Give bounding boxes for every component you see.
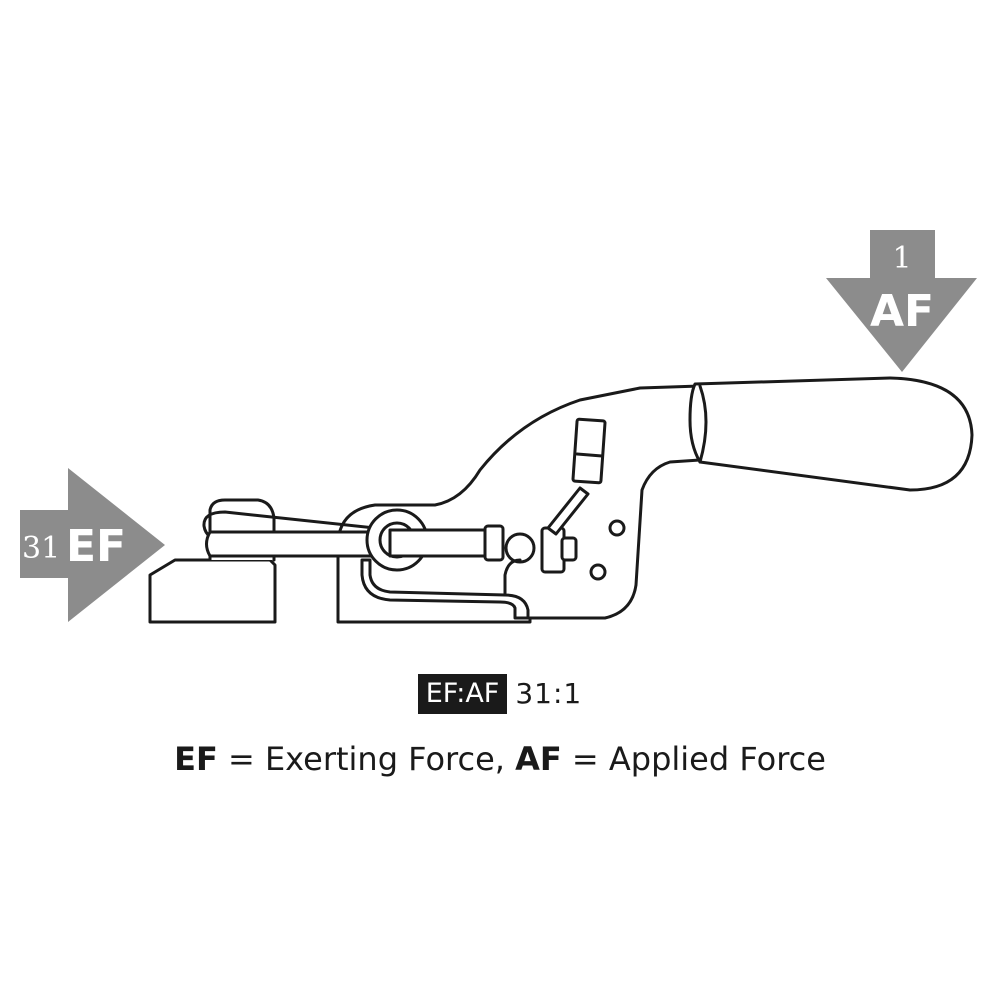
lock-stud (560, 536, 578, 562)
applied-force-number: 1 (892, 241, 911, 276)
ratio-value: 31:1 (515, 677, 583, 710)
lock-lever (546, 486, 590, 536)
exerting-force-label: EF (66, 521, 126, 572)
lower-linkage (360, 558, 530, 620)
hex-nut (483, 524, 505, 562)
exerting-force-number: 31 (22, 531, 60, 566)
legend-ef-abbr: EF (174, 740, 218, 778)
handle-grip (688, 376, 974, 492)
ratio-badge: EF:AF (417, 674, 508, 714)
lock-lever-tab-line (575, 452, 604, 458)
base-plate (336, 384, 702, 624)
hook-rod (205, 530, 392, 558)
mounting-hole-upper (608, 519, 626, 537)
exerting-force-arrow: 31 EF (20, 468, 165, 622)
threaded-sleeve (388, 528, 487, 558)
legend-af-text: = Applied Force (561, 740, 826, 778)
handle-grip-edge (698, 384, 708, 464)
left-stop-block (148, 558, 277, 624)
exerting-force-arrow-shape (20, 468, 165, 622)
applied-force-label: AF (870, 286, 934, 337)
legend-af-abbr: AF (515, 740, 562, 778)
lock-lever-tab (571, 417, 607, 485)
lower-linkage-bend (503, 558, 522, 597)
ratio-row: EF:AF 31:1 (0, 672, 1000, 716)
applied-force-arrow-shape (826, 230, 977, 372)
linkage-eye (504, 532, 536, 564)
legend-ef-text: = Exerting Force, (217, 740, 516, 778)
mounting-hole-lower (589, 563, 607, 581)
applied-force-arrow: 1 AF (826, 230, 977, 372)
legend: EF = Exerting Force, AF = Applied Force (0, 740, 1000, 778)
clamp-line-art (148, 376, 974, 624)
